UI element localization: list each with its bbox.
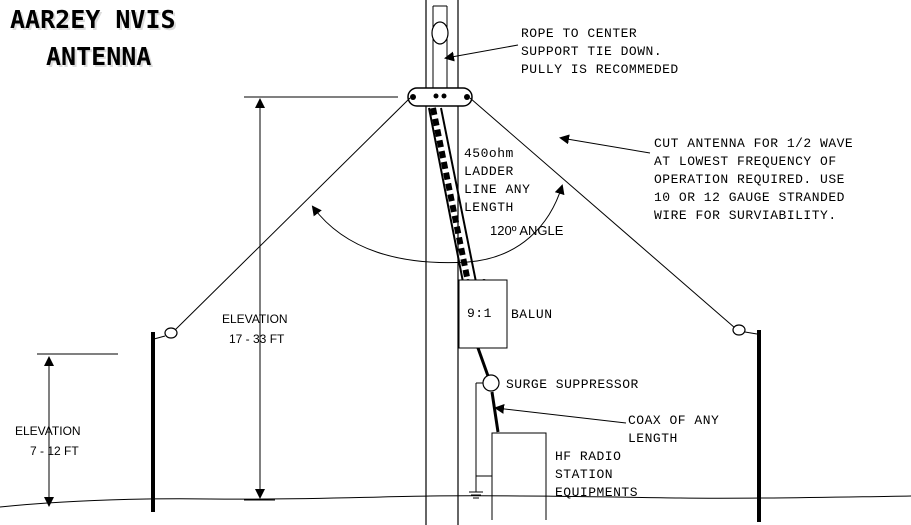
- coax-label-line-2: LENGTH: [628, 431, 678, 446]
- radio-label-line-3: EQUIPMENTS: [555, 485, 639, 500]
- diagram-title-line-1: AAR2EY NVIS: [10, 5, 176, 34]
- cut-antenna-label-line-5: WIRE FOR SURVIABILITY.: [654, 208, 837, 223]
- surge-suppressor-label: SURGE SUPPRESSOR: [506, 377, 639, 392]
- ladder-line-label-line-2: LADDER: [464, 164, 514, 179]
- left-end-insulator: [164, 327, 178, 339]
- center-elevation-dimension: [244, 96, 398, 501]
- balun-label: BALUN: [511, 307, 553, 322]
- radio-label-line-1: HF RADIO: [555, 449, 622, 464]
- elevation-end-label-line-2: 7 - 12 FT: [30, 444, 79, 458]
- ground-line: [0, 495, 911, 508]
- cut-antenna-callout-arrow: [559, 134, 651, 154]
- center-insulator: [407, 87, 473, 107]
- end-elevation-dimension: [37, 353, 118, 507]
- radio-equipment-box: [491, 432, 547, 520]
- elevation-center-label-line-2: 17 - 33 FT: [229, 332, 285, 346]
- ladder-line-label-line-3: LINE ANY: [464, 182, 531, 197]
- cut-antenna-label-line-4: 10 OR 12 GAUGE STRANDED: [654, 190, 845, 205]
- angle-arc: [311, 184, 565, 264]
- elevation-center-label-line-1: ELEVATION: [222, 312, 288, 326]
- cut-antenna-label-line-2: AT LOWEST FREQUENCY OF: [654, 154, 837, 169]
- rope-label-line-2: SUPPORT TIE DOWN.: [521, 44, 663, 59]
- cut-antenna-label-line-1: CUT ANTENNA FOR 1/2 WAVE: [654, 136, 854, 151]
- surge-suppressor: [482, 374, 500, 392]
- coax-callout-arrow: [494, 403, 627, 424]
- balun-box: [458, 279, 508, 349]
- rope-label-line-1: ROPE TO CENTER: [521, 26, 638, 41]
- elevation-end-label-line-1: ELEVATION: [15, 424, 81, 438]
- rope-label-line-3: PULLY IS RECOMMEDED: [521, 62, 679, 77]
- ground-symbol: [469, 482, 483, 499]
- angle-label: 120º ANGLE: [490, 223, 564, 238]
- ladder-line-label-line-4: LENGTH: [464, 200, 514, 215]
- diagram-title-line-2: ANTENNA: [46, 42, 152, 71]
- antenna-wire-right: [469, 97, 736, 329]
- rope-callout-arrow: [444, 44, 519, 62]
- antenna-wire-left: [173, 97, 411, 332]
- coax-label-line-1: COAX OF ANY: [628, 413, 720, 428]
- cut-antenna-label-line-3: OPERATION REQUIRED. USE: [654, 172, 845, 187]
- balun-ratio-label: 9:1: [467, 306, 492, 321]
- ladder-line-label-line-1: 450ohm: [464, 146, 514, 161]
- radio-label-line-2: STATION: [555, 467, 614, 482]
- right-end-insulator: [732, 324, 746, 336]
